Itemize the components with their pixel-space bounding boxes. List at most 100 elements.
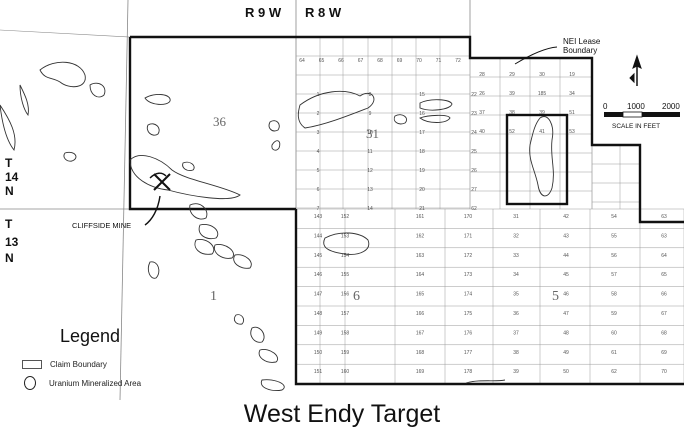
uranium-area (89, 82, 106, 98)
claim-number: 171 (464, 233, 473, 239)
claim-number: 185 (538, 91, 547, 97)
claim-number: 2 (317, 111, 320, 117)
claim-number: 64 (661, 253, 667, 259)
uranium-area (419, 99, 453, 111)
uranium-area (189, 203, 208, 220)
claim-number: 62 (471, 206, 477, 212)
uranium-area (297, 90, 375, 129)
claim-number: 59 (611, 311, 617, 317)
claim-number: 173 (464, 272, 473, 278)
scale-tick-1000: 1000 (627, 102, 645, 111)
claim-number: 47 (563, 311, 569, 317)
uranium-area-icon (24, 376, 36, 390)
uranium-area (63, 151, 77, 162)
uranium-area (214, 244, 234, 259)
claim-number: 12 (367, 168, 373, 174)
mineralized-areas (0, 61, 554, 391)
claim-number: 72 (455, 58, 461, 64)
claim-number: 158 (341, 330, 350, 336)
claim-number: 169 (416, 369, 425, 375)
claim-number: 148 (314, 311, 323, 317)
claim-number: 36 (513, 311, 519, 317)
claim-number: 143 (314, 214, 323, 220)
claim-number: 41 (539, 129, 545, 135)
uranium-area (271, 140, 281, 151)
section-label-1: 1 (210, 289, 217, 304)
claim-number: 16 (419, 111, 425, 117)
claim-number: 51 (569, 110, 575, 116)
claim-number: 167 (416, 330, 425, 336)
lease-label-line1: NEI Lease (563, 37, 601, 46)
claim-number: 33 (513, 253, 519, 259)
township-label-t13n-num: 13 (5, 235, 19, 249)
claim-number: 27 (471, 187, 477, 193)
claim-number: 61 (611, 350, 617, 356)
claim-number: 57 (611, 272, 617, 278)
claim-number: 34 (569, 91, 575, 97)
claim-number: 34 (513, 272, 519, 278)
lease-boundary (128, 35, 684, 386)
claim-number: 66 (661, 292, 667, 298)
claim-number: 23 (471, 111, 477, 117)
claim-number: 64 (299, 58, 305, 64)
claim-number: 63 (661, 214, 667, 220)
target-box (505, 113, 569, 206)
claim-number: 60 (611, 330, 617, 336)
range-label-r8w: R 8 W (305, 5, 342, 20)
uranium-area (147, 261, 160, 279)
mine-leader-line (144, 195, 161, 226)
claim-number: 177 (464, 350, 473, 356)
scale-tick-0: 0 (603, 102, 608, 111)
claim-number: 144 (314, 233, 323, 239)
claim-number: 14 (367, 206, 373, 212)
claim-number: 10 (367, 130, 373, 136)
claim-number: 65 (319, 58, 325, 64)
claim-number: 168 (416, 350, 425, 356)
township-label-t13n-t: T (5, 217, 13, 231)
claim-number: 5 (317, 168, 320, 174)
claim-number: 162 (416, 233, 425, 239)
uranium-area (250, 326, 265, 343)
claim-number: 46 (563, 292, 569, 298)
scale-tick-2000: 2000 (662, 102, 680, 111)
claim-number: 146 (314, 272, 323, 278)
claim-grid (295, 36, 684, 384)
claim-number: 174 (464, 292, 473, 298)
claim-number: 145 (314, 253, 323, 259)
claim-number: 45 (563, 272, 569, 278)
section-label-5: 5 (552, 289, 559, 304)
legend-title: Legend (60, 326, 121, 346)
claim-number: 15 (419, 92, 425, 98)
claim-number: 152 (341, 214, 350, 220)
legend-item-uranium-area: Uranium Mineralized Area (22, 376, 141, 390)
claim-boundary-icon (22, 360, 42, 369)
claim-number: 26 (471, 168, 477, 174)
claim-number: 38 (513, 350, 519, 356)
claim-number: 68 (377, 58, 383, 64)
uranium-area (144, 94, 171, 105)
township-label-t13n-n: N (5, 251, 14, 265)
section-label-6: 6 (353, 289, 360, 304)
section-label-31: 31 (366, 126, 379, 141)
scale-caption: SCALE IN FEET (612, 123, 660, 130)
claim-number: 165 (416, 292, 425, 298)
claim-number: 4 (317, 149, 320, 155)
claim-number: 50 (563, 369, 569, 375)
claim-number: 20 (419, 187, 425, 193)
claim-number: 39 (509, 91, 515, 97)
claim-number: 28 (479, 72, 485, 78)
claim-number: 44 (563, 253, 569, 259)
claim-number: 7 (317, 206, 320, 212)
claim-number: 147 (314, 292, 323, 298)
uranium-area (19, 84, 29, 117)
claim-number: 52 (509, 129, 515, 135)
claim-number: 163 (416, 253, 425, 259)
uranium-area (0, 104, 16, 151)
claim-number: 37 (513, 330, 519, 336)
claim-number: 151 (314, 369, 323, 375)
claim-number: 9 (369, 111, 372, 117)
claim-number: 49 (563, 350, 569, 356)
claim-number: 32 (513, 233, 519, 239)
claim-number: 69 (661, 350, 667, 356)
mine-icon (149, 172, 171, 191)
